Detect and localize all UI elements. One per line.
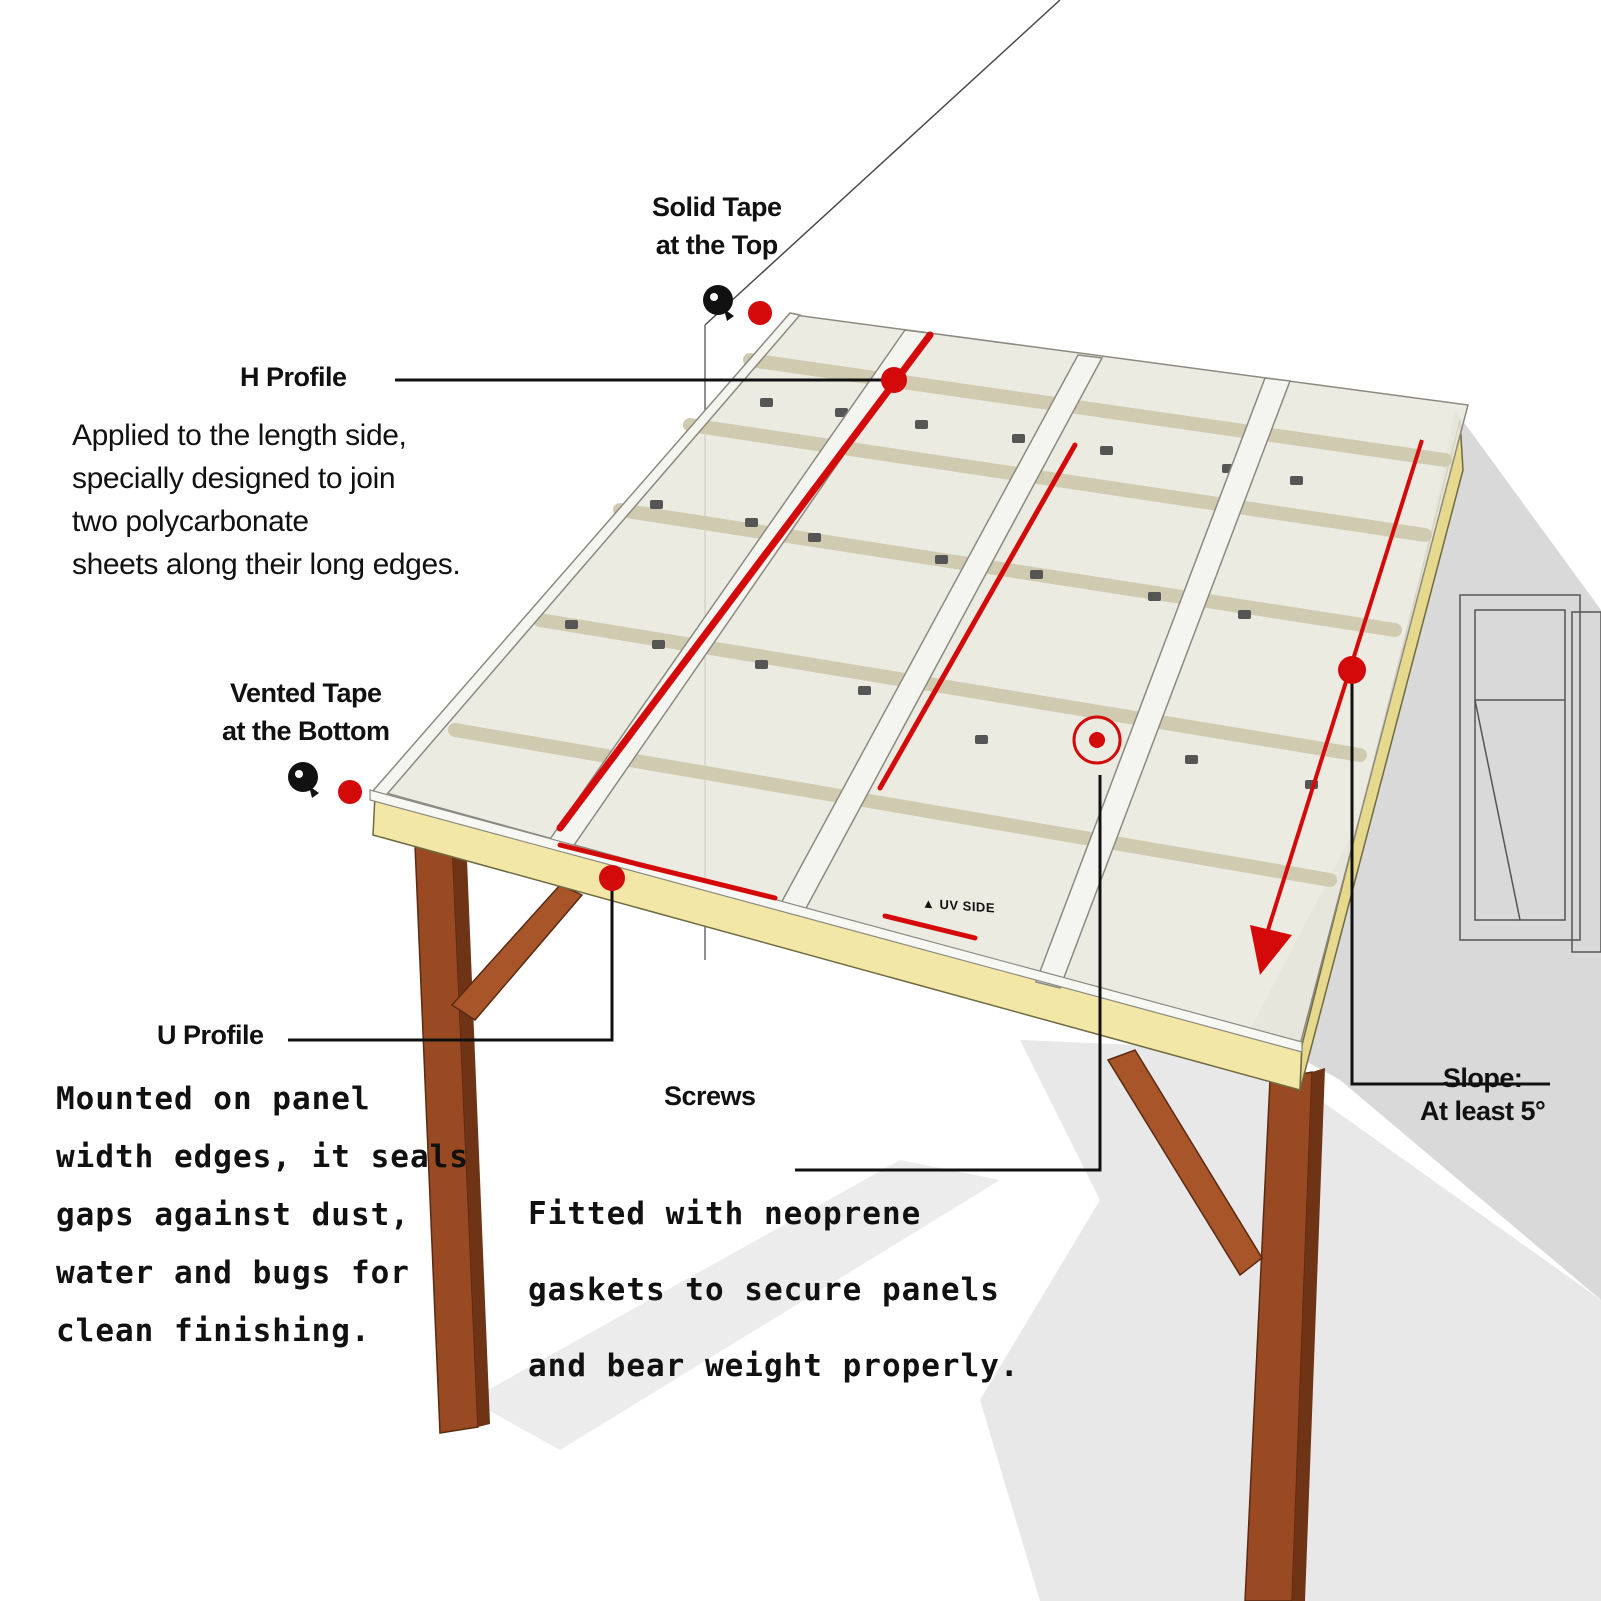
- screw-callout-ring: [1072, 715, 1122, 765]
- red-callout-dot: [338, 301, 1366, 891]
- screw-heads: [565, 398, 1318, 789]
- screws-title: Screws: [664, 1081, 756, 1111]
- slope-arrow: [1250, 439, 1424, 975]
- solid-tape-title: Solid Tape at the Top: [652, 192, 782, 260]
- screws-description: Fitted with neoprene gaskets to secure p…: [528, 1196, 1020, 1384]
- u-profile-description: Mounted on panel width edges, it seals g…: [56, 1081, 469, 1349]
- red-highlight-lines: [556, 331, 1078, 941]
- house-window: [1459, 594, 1601, 953]
- u-profile-title: U Profile: [157, 1020, 264, 1050]
- timber-posts: [414, 835, 1325, 1601]
- vented-tape-title: Vented Tape at the Bottom: [222, 678, 390, 746]
- tape-roll-icon: [703, 285, 734, 321]
- tape-roll-icon: [288, 762, 319, 798]
- leader-lines: [288, 378, 1550, 1172]
- slope-title: Slope: At least 5°: [1420, 1063, 1546, 1126]
- h-profile-description: Applied to the length side, specially de…: [72, 419, 461, 581]
- h-profile-title: H Profile: [240, 362, 347, 392]
